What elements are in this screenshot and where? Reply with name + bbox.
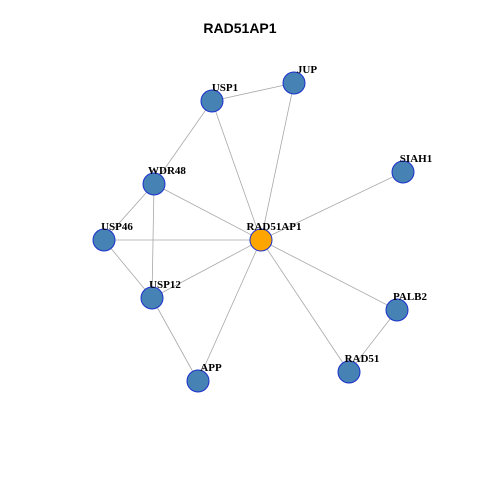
edge-usp46-usp12	[103, 239, 153, 299]
node-app	[186, 369, 210, 393]
edge-siah1-rad51ap1	[260, 171, 404, 241]
edge-wdr48-rad51ap1	[153, 183, 262, 241]
edge-wdr48-usp12	[151, 183, 155, 299]
node-label-usp46: USP46	[101, 221, 133, 233]
edge-usp1-wdr48	[153, 100, 213, 185]
node-label-usp1: USP1	[212, 82, 238, 94]
node-label-rad51ap1: RAD51AP1	[247, 221, 302, 233]
edge-app-rad51ap1	[197, 239, 262, 382]
node-layer	[92, 71, 415, 393]
node-rad51ap1	[249, 228, 273, 252]
edge-rad51-palb2	[348, 309, 398, 373]
node-label-app: APP	[200, 362, 222, 374]
edge-usp1-jup	[211, 82, 295, 102]
edge-jup-rad51ap1	[260, 82, 295, 241]
node-label-palb2: PALB2	[393, 291, 428, 303]
label-layer: RAD51AP1 JUP USP1SIAH1WDR48USP46USP12PALB2…	[101, 64, 432, 374]
node-usp1	[200, 89, 224, 113]
edge-rad51-rad51ap1	[260, 239, 350, 373]
node-rad51	[337, 360, 361, 384]
edge-palb2-rad51ap1	[260, 239, 398, 311]
edge-usp12-rad51ap1	[151, 239, 262, 299]
edge-usp1-rad51ap1	[211, 100, 262, 241]
node-label-wdr48: WDR48	[148, 165, 186, 177]
node-usp46	[92, 228, 116, 252]
node-wdr48	[142, 172, 166, 196]
node-jup	[282, 71, 306, 95]
edge-layer	[103, 82, 404, 382]
node-usp12	[140, 286, 164, 310]
node-label-rad51: RAD51	[345, 353, 380, 365]
node-label-usp12: USP12	[149, 279, 181, 291]
node-siah1	[391, 160, 415, 184]
edge-usp12-app	[151, 297, 199, 382]
diagram-title: RAD51AP1	[203, 20, 277, 36]
node-palb2	[385, 298, 409, 322]
edge-wdr48-usp46	[103, 183, 155, 241]
node-label-siah1: SIAH1	[400, 153, 432, 165]
node-label-jup: JUP	[297, 64, 317, 76]
